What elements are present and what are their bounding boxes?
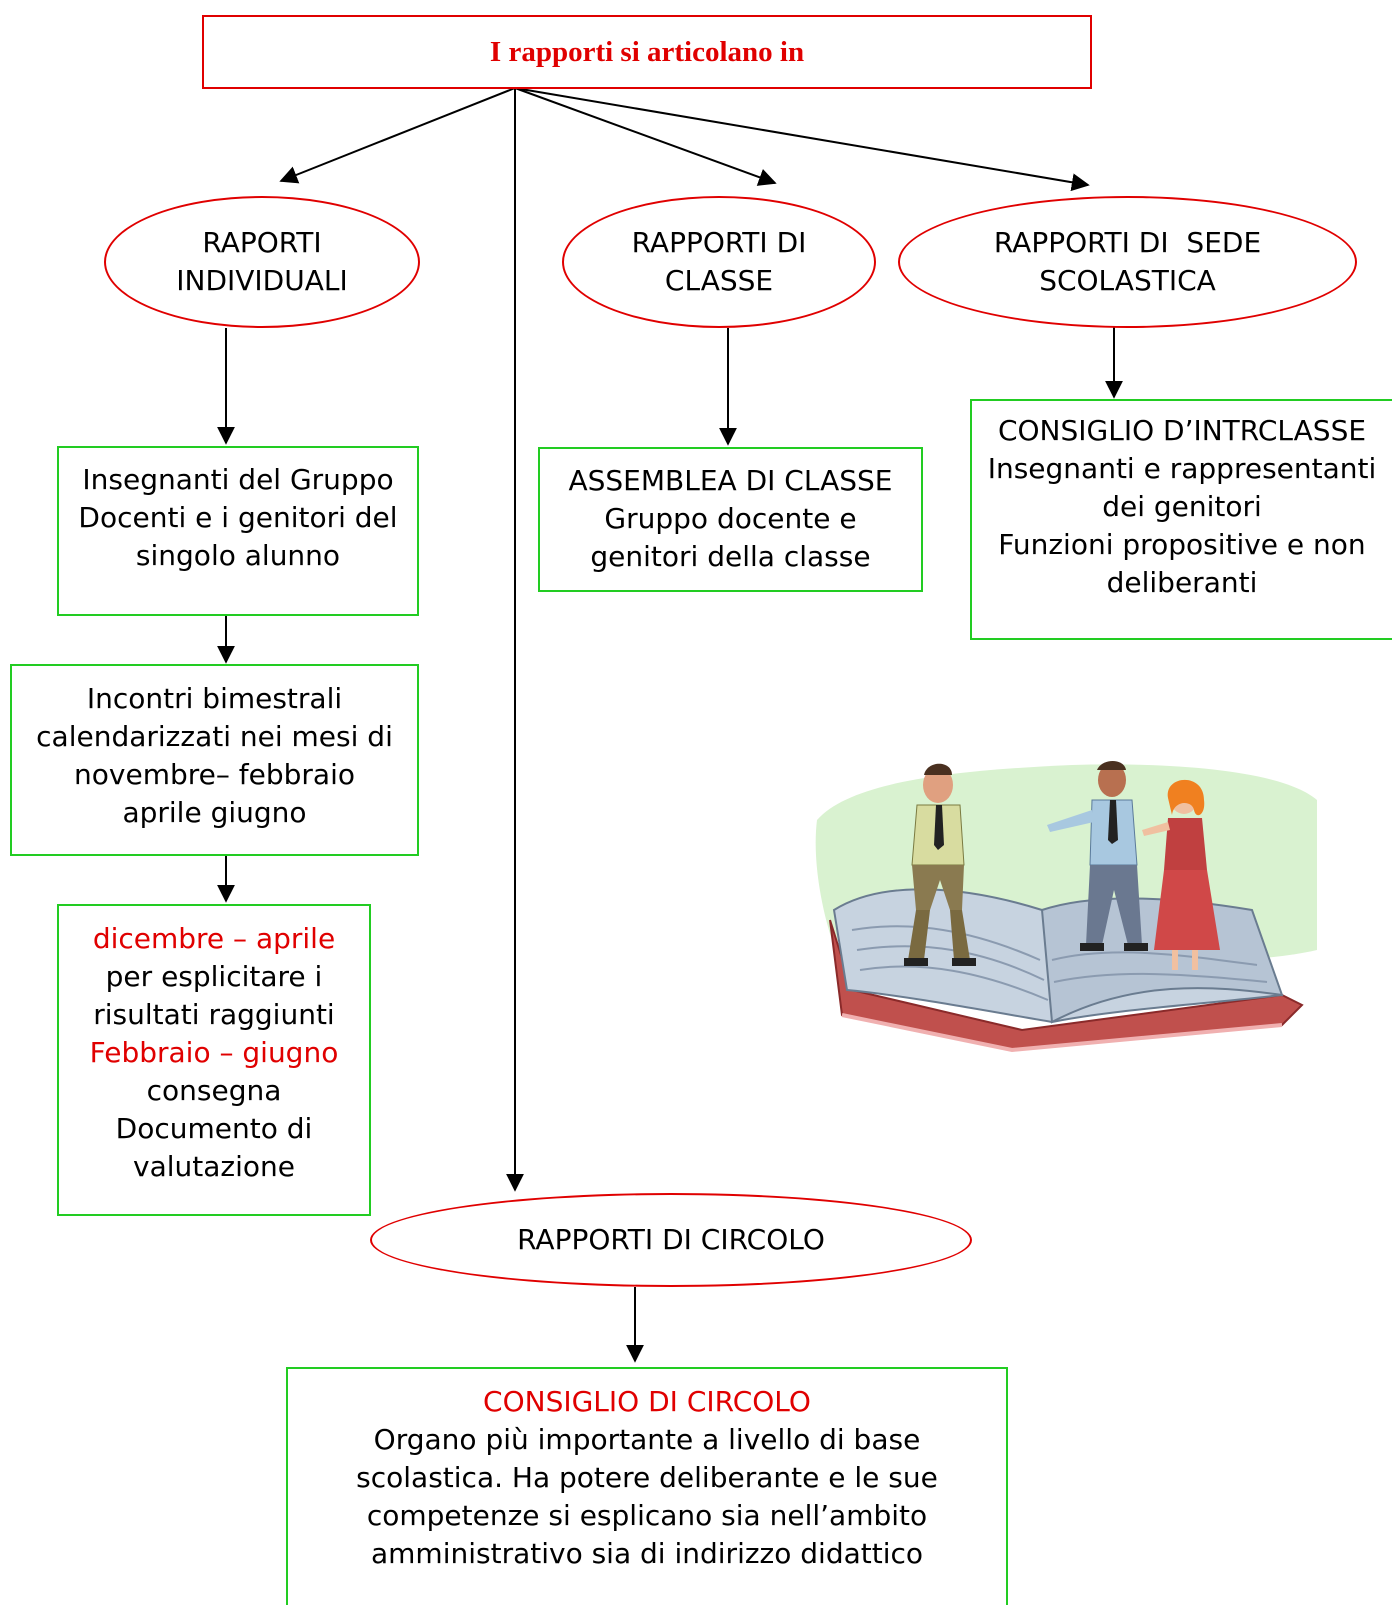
man-right-figure — [1047, 761, 1148, 951]
node-label-line: SCOLASTICA — [1039, 264, 1216, 297]
box-assemblea-classe: ASSEMBLEA DI CLASSE Gruppo docente e gen… — [538, 447, 923, 592]
node-label-line: RAPPORTI DI CIRCOLO — [517, 1223, 825, 1256]
box-text-line: Incontri bimestrali — [86, 682, 343, 715]
woman-figure — [1142, 779, 1220, 970]
box-dicembre-aprile: dicembre – aprile per esplicitare i risu… — [57, 904, 371, 1216]
node-label-line: CLASSE — [664, 264, 774, 297]
box-text-line: Funzioni propositive e non — [998, 528, 1366, 561]
node-label-line: INDIVIDUALI — [176, 264, 348, 297]
title-box: I rapporti si articolano in — [202, 15, 1092, 89]
box-insegnanti-gruppo: Insegnanti del Gruppo Docenti e i genito… — [57, 446, 419, 616]
box-heading: CONSIGLIO DI CIRCOLO — [483, 1385, 811, 1418]
node-label-line: RAPPORTI DI — [631, 226, 807, 259]
node-label-line: RAPPORTI DI SEDE — [993, 226, 1262, 259]
box-text-line: deliberanti — [1106, 566, 1258, 599]
box-text-line-highlight: Febbraio – giugno — [89, 1036, 339, 1069]
node-rapporti-classe: RAPPORTI DI CLASSE — [562, 196, 876, 328]
arrow-to-individuali — [279, 87, 516, 184]
node-label-line: RAPORTI — [202, 226, 322, 259]
box-consiglio-circolo: CONSIGLIO DI CIRCOLO Organo più importan… — [286, 1367, 1008, 1605]
node-rapporti-circolo: RAPPORTI DI CIRCOLO — [370, 1193, 972, 1287]
box-text-line: singolo alunno — [135, 539, 341, 572]
box-text-line: Documento di — [115, 1112, 313, 1145]
node-rapporti-individuali: RAPORTI INDIVIDUALI — [104, 196, 420, 328]
people-on-book-illustration — [815, 761, 1317, 1053]
box-text-line: scolastica. Ha potere deliberante e le s… — [356, 1461, 938, 1494]
arrow-to-sede — [514, 87, 1090, 192]
box-text-line: Docenti e i genitori del — [78, 501, 398, 534]
box-text-line: competenze si esplicano sia nell’ambito — [366, 1499, 928, 1532]
box-text-line: Organo più importante a livello di base — [373, 1423, 921, 1456]
box-text-line: consegna — [146, 1074, 282, 1107]
box-text-line: valutazione — [133, 1150, 295, 1183]
box-text-line: Gruppo docente e — [604, 502, 857, 535]
box-text-line: CONSIGLIO D’INTRCLASSE — [997, 414, 1367, 447]
box-text-line: ASSEMBLEA DI CLASSE — [568, 464, 893, 497]
box-incontri-bimestrali: Incontri bimestrali calendarizzati nei m… — [10, 664, 419, 856]
diagram-title: I rapporti si articolano in — [489, 36, 805, 68]
box-text-line: risultati raggiunti — [93, 998, 335, 1031]
box-text-line: dei genitori — [1102, 490, 1262, 523]
arrow-to-classe — [514, 87, 777, 186]
box-text-line: genitori della classe — [590, 540, 871, 573]
box-text-line: calendarizzati nei mesi di — [36, 720, 393, 753]
box-text-line-highlight: dicembre – aprile — [92, 922, 336, 955]
man-left-figure — [904, 763, 976, 966]
box-text-line: Insegnanti del Gruppo — [82, 463, 394, 496]
node-rapporti-sede: RAPPORTI DI SEDE SCOLASTICA — [898, 196, 1357, 328]
box-consiglio-intrclasse: CONSIGLIO D’INTRCLASSE Insegnanti e rapp… — [970, 399, 1392, 640]
box-text-line: amministrativo sia di indirizzo didattic… — [370, 1537, 924, 1570]
box-text-line: aprile giugno — [122, 796, 307, 829]
box-text-line: per esplicitare i — [105, 960, 323, 993]
box-text-line: novembre– febbraio — [74, 758, 355, 791]
box-text-line: Insegnanti e rappresentanti — [987, 452, 1377, 485]
